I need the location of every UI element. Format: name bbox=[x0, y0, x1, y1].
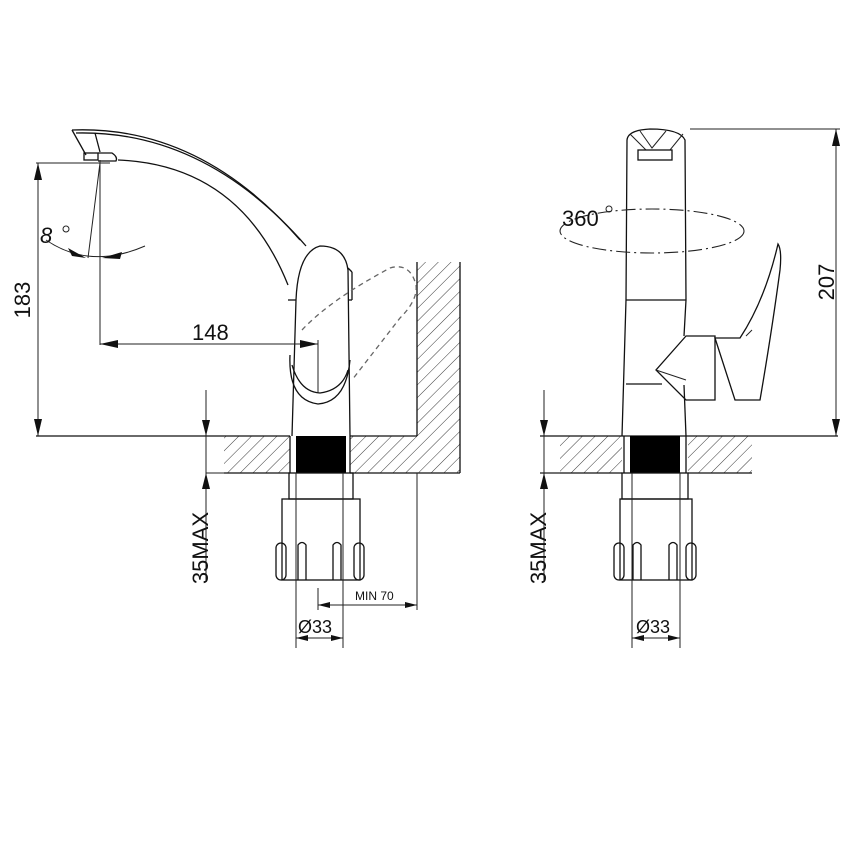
faucet-column bbox=[621, 128, 687, 437]
rotation-360: 360 bbox=[559, 205, 745, 254]
shank-threaded bbox=[296, 436, 346, 473]
spout bbox=[71, 129, 307, 286]
dimension-207: 207 bbox=[690, 128, 840, 436]
lever-alt-position bbox=[301, 266, 417, 381]
faucet-body bbox=[288, 245, 353, 437]
dim-label-d33-front: Ø33 bbox=[636, 617, 670, 637]
side-view: 183 8 148 35MAX bbox=[10, 129, 461, 648]
dimension-35max-right: 35MAX bbox=[526, 390, 560, 584]
mounting-nut bbox=[275, 472, 365, 648]
dim-label-35max: 35MAX bbox=[188, 512, 213, 584]
wall-section bbox=[350, 262, 461, 473]
dim-label-min70: MIN 70 bbox=[355, 589, 394, 603]
mounting-nut-front bbox=[613, 472, 697, 648]
dim-label-148: 148 bbox=[192, 320, 229, 345]
dimension-183: 183 bbox=[10, 162, 110, 436]
dimension-148: 148 bbox=[100, 320, 318, 348]
dimension-angle-8: 8 bbox=[40, 160, 146, 345]
dim-label-207: 207 bbox=[814, 264, 839, 301]
dim-label-183: 183 bbox=[10, 282, 35, 319]
front-view: 360 207 bbox=[526, 128, 840, 648]
dim-label-8: 8 bbox=[40, 223, 53, 248]
dim-label-35max-front: 35MAX bbox=[526, 512, 551, 584]
countertop-section-left bbox=[224, 436, 460, 474]
dimension-diameter-left: Ø33 bbox=[296, 617, 343, 641]
lever-handle bbox=[655, 242, 782, 401]
dimension-min70: MIN 70 bbox=[317, 473, 418, 610]
countertop-section-right bbox=[540, 435, 838, 474]
shank-threaded-front bbox=[630, 436, 680, 473]
dimension-diameter-right: Ø33 bbox=[632, 617, 680, 641]
dimension-35max-left: 35MAX bbox=[188, 390, 224, 584]
dim-label-360: 360 bbox=[562, 206, 599, 231]
dim-label-d33: Ø33 bbox=[298, 617, 332, 637]
